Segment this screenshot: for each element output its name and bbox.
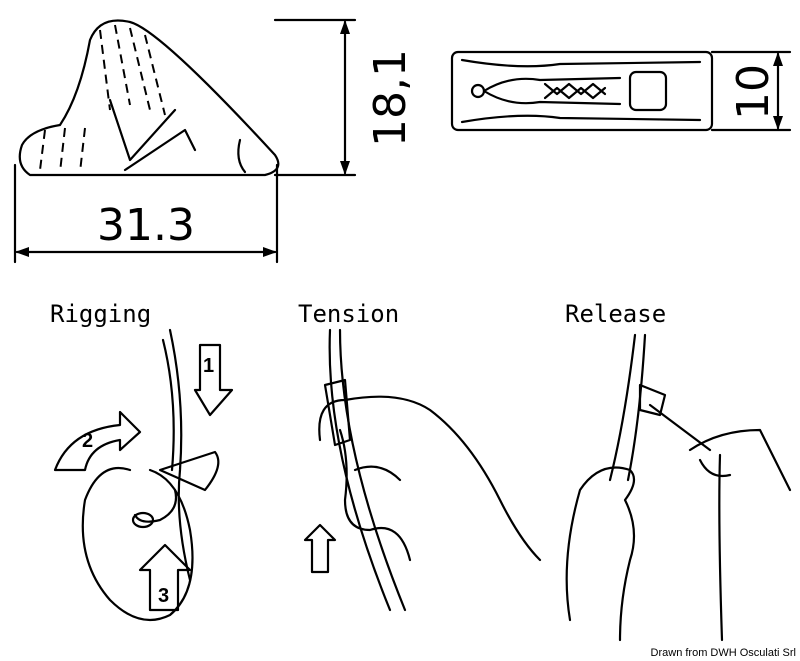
tension-arrow <box>303 523 337 574</box>
credit-text: Drawn from DWH Osculati Srl <box>650 647 796 659</box>
arrow-3 <box>138 543 192 612</box>
arrow-2-number: 2 <box>82 430 93 452</box>
cleat-top-view <box>450 50 714 132</box>
arrow-1 <box>193 343 234 417</box>
release-illustration <box>565 333 792 642</box>
width-value: 10 <box>728 64 779 120</box>
cleat-side-view <box>18 19 280 177</box>
rigging-illustration <box>53 328 234 622</box>
width-dimension-line <box>710 50 792 132</box>
arrow-1-number: 1 <box>203 355 214 377</box>
release-label: Release <box>565 300 666 328</box>
length-value: 31.3 <box>97 200 195 251</box>
arrow-2 <box>53 410 142 472</box>
tension-label: Tension <box>298 300 399 328</box>
height-dimension-line <box>273 18 357 177</box>
rigging-label: Rigging <box>50 300 151 328</box>
height-value: 18,1 <box>365 49 416 147</box>
tension-illustration <box>303 328 542 612</box>
length-dimension-line <box>13 163 279 264</box>
arrow-3-number: 3 <box>158 585 169 607</box>
